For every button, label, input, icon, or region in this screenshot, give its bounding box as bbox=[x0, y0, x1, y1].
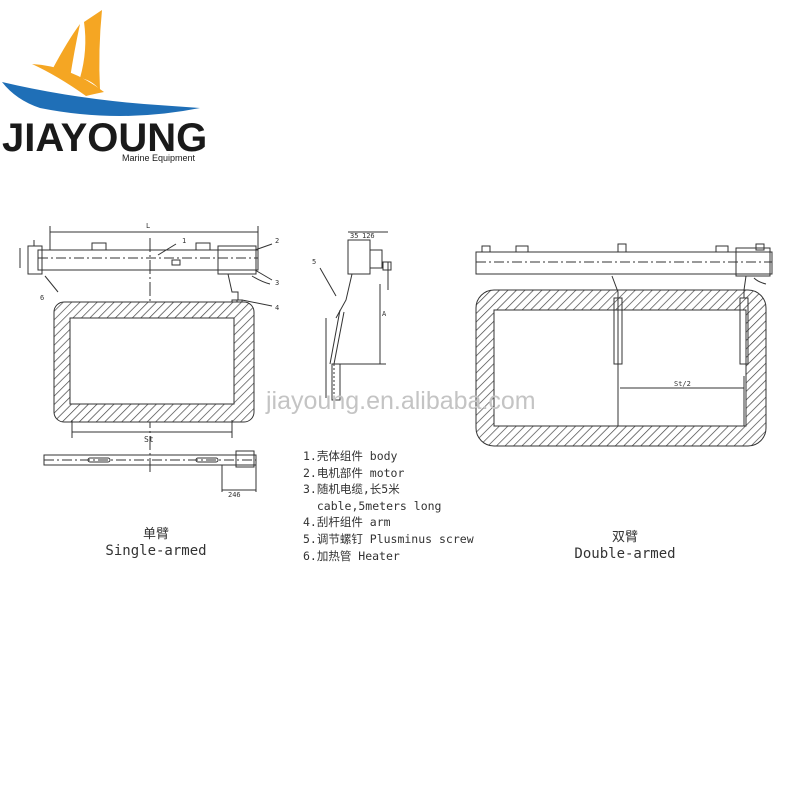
brand-logo: JIAYOUNG Marine Equipment bbox=[0, 0, 220, 170]
caption-double-armed: 双臂 Double-armed bbox=[563, 529, 687, 563]
callout-4: 4 bbox=[275, 304, 279, 312]
single-armed-drawing bbox=[19, 226, 273, 492]
callout-6: 6 bbox=[40, 294, 44, 302]
legend-item: 2.电机部件 motor bbox=[303, 465, 405, 480]
watermark: jiayoung.en.alibaba.com bbox=[266, 387, 536, 415]
side-view-drawing bbox=[319, 231, 392, 401]
dim-length: L bbox=[146, 222, 150, 230]
caption-single-cn: 单臂 bbox=[142, 527, 169, 542]
callout-2: 2 bbox=[275, 237, 279, 245]
legend-item: cable,5meters long bbox=[303, 498, 442, 513]
dim-side-height: A bbox=[382, 310, 387, 318]
legend-item: 6.加热管 Heater bbox=[303, 548, 400, 563]
dim-sweep: St bbox=[144, 435, 154, 444]
drawing-labels: L St 246 126 35 A St/2 1 2 3 4 5 6 bbox=[40, 222, 691, 499]
sail-wave-icon bbox=[2, 10, 200, 116]
callout-3: 3 bbox=[275, 279, 279, 287]
dim-side-b: 35 bbox=[350, 232, 358, 240]
dim-half-sweep: St/2 bbox=[674, 380, 691, 388]
legend-item: 3.随机电缆,长5米 bbox=[303, 482, 400, 497]
dim-depth: 246 bbox=[228, 491, 241, 499]
parts-legend: 1.壳体组件 body 2.电机部件 motor 3.随机电缆,长5米 cabl… bbox=[303, 448, 474, 564]
caption-single-armed: 单臂 Single-armed bbox=[96, 526, 216, 560]
double-armed-drawing bbox=[475, 243, 773, 447]
callout-5: 5 bbox=[312, 258, 316, 266]
caption-single-en: Single-armed bbox=[105, 543, 207, 559]
callout-1: 1 bbox=[182, 237, 186, 245]
legend-item: 5.调节螺钉 Plusminus screw bbox=[303, 531, 474, 546]
legend-item: 1.壳体组件 body bbox=[303, 449, 398, 463]
caption-double-en: Double-armed bbox=[574, 546, 676, 562]
brand-tagline: Marine Equipment bbox=[122, 153, 196, 163]
caption-double-cn: 双臂 bbox=[611, 530, 638, 545]
legend-item: 4.刮杆组件 arm bbox=[303, 515, 391, 530]
brand-name: JIAYOUNG bbox=[2, 116, 208, 160]
dim-side-a: 126 bbox=[362, 232, 375, 240]
